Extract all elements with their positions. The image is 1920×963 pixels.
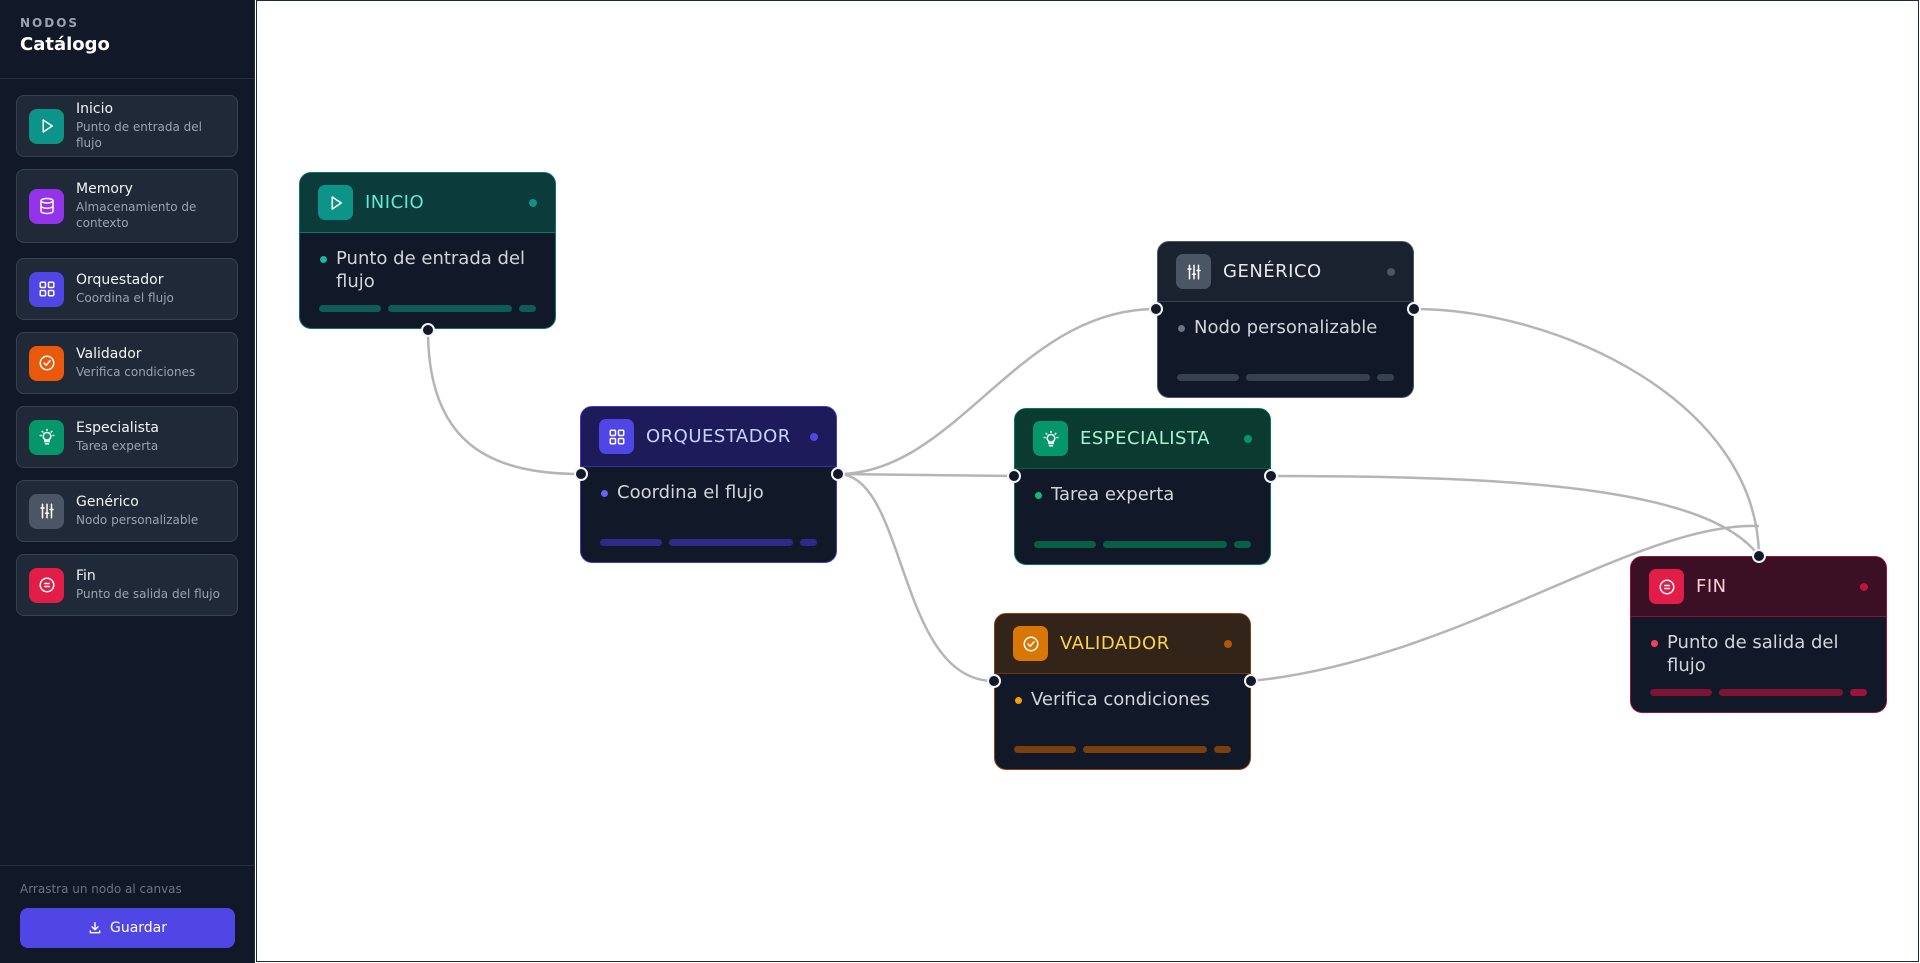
node-bars <box>1014 746 1231 753</box>
play-icon <box>29 108 64 144</box>
lightbulb-icon <box>1033 421 1068 456</box>
node-desc: Tarea experta <box>1035 483 1250 506</box>
node-especialista[interactable]: ESPECIALISTA Tarea experta <box>1014 408 1271 565</box>
sidebar-header: NODOS Catálogo <box>0 0 254 79</box>
catalog-item-desc: Coordina el flujo <box>76 291 174 305</box>
catalog-item-label: Orquestador <box>76 272 164 288</box>
database-icon <box>29 188 64 224</box>
check-circle-icon <box>29 345 64 381</box>
sidebar-title: Catálogo <box>20 34 110 55</box>
handle-orquestador-in[interactable] <box>574 467 588 481</box>
handle-validador-in[interactable] <box>987 674 1001 688</box>
status-dot <box>1224 639 1232 648</box>
catalog-item-orquestador[interactable]: Orquestador Coordina el flujo <box>16 258 238 320</box>
node-bars <box>1177 374 1394 381</box>
node-fin[interactable]: FIN Punto de salida del flujo <box>1630 556 1887 713</box>
node-desc: Verifica condiciones <box>1015 688 1230 711</box>
grid-icon <box>29 271 64 307</box>
save-button[interactable]: Guardar <box>20 908 235 948</box>
edge-orquestador-generico <box>837 307 1157 476</box>
node-desc: Coordina el flujo <box>601 481 816 504</box>
node-title: ESPECIALISTA <box>1080 428 1210 449</box>
node-title: GENÉRICO <box>1223 261 1322 282</box>
handle-generico-in[interactable] <box>1149 302 1163 316</box>
handle-validador-out[interactable] <box>1244 674 1258 688</box>
node-desc: Punto de salida del flujo <box>1651 631 1866 677</box>
stop-circle-icon <box>29 567 64 603</box>
handle-orquestador-out[interactable] <box>831 467 845 481</box>
node-bars <box>319 305 536 312</box>
edge-inicio-orquestador <box>426 329 582 476</box>
edge-validador-fin <box>1250 524 1760 683</box>
catalog-item-especialista[interactable]: Especialista Tarea experta <box>16 406 238 468</box>
sliders-icon <box>1176 254 1211 289</box>
node-title: INICIO <box>365 192 425 213</box>
catalog-item-desc: Tarea experta <box>76 439 159 453</box>
catalog-item-fin[interactable]: Fin Punto de salida del flujo <box>16 554 238 616</box>
status-dot <box>1244 434 1252 443</box>
catalog-item-label: Memory <box>76 181 133 197</box>
node-bars <box>600 539 817 546</box>
node-bars <box>1650 689 1867 696</box>
edge-orquestador-validador <box>837 472 995 683</box>
save-button-label: Guardar <box>109 920 168 936</box>
catalog-item-desc: Punto de salida del flujo <box>76 587 220 601</box>
node-header: FIN <box>1631 557 1886 617</box>
edge-orquestador-especialista <box>837 472 1015 478</box>
catalog-item-validador[interactable]: Validador Verifica condiciones <box>16 332 238 394</box>
stop-circle-icon <box>1649 569 1684 604</box>
node-generico[interactable]: GENÉRICO Nodo personalizable <box>1157 241 1414 398</box>
node-inicio[interactable]: INICIO Punto de entrada del flujo <box>299 172 556 329</box>
edges-layer <box>426 307 1761 683</box>
handle-fin-in[interactable] <box>1752 549 1766 563</box>
node-title: ORQUESTADOR <box>646 426 791 447</box>
catalog-item-desc: Verifica condiciones <box>76 365 196 379</box>
node-header: VALIDADOR <box>995 614 1250 674</box>
download-icon <box>89 922 101 934</box>
handle-generico-out[interactable] <box>1407 302 1421 316</box>
catalog-item-label: Fin <box>76 568 96 584</box>
node-catalog-sidebar: NODOS Catálogo Inicio Punto de entrada d… <box>0 0 255 963</box>
catalog-item-inicio[interactable]: Inicio Punto de entrada del flujo <box>16 95 238 157</box>
catalog-item-desc: Nodo personalizable <box>76 513 199 527</box>
flow-canvas[interactable]: INICIO Punto de entrada del flujo ORQUES… <box>256 0 1919 962</box>
drag-hint: Arrastra un nodo al canvas <box>20 882 182 896</box>
node-validador[interactable]: VALIDADOR Verifica condiciones <box>994 613 1251 770</box>
catalog-item-generico[interactable]: Genérico Nodo personalizable <box>16 480 238 542</box>
node-title: VALIDADOR <box>1060 633 1170 654</box>
sidebar-kicker: NODOS <box>20 16 80 30</box>
node-bars <box>1034 541 1251 548</box>
node-desc: Punto de entrada del flujo <box>320 247 526 293</box>
node-header: GENÉRICO <box>1158 242 1413 302</box>
catalog-item-memory[interactable]: Memory Almacenamiento de contexto <box>16 169 238 243</box>
catalog-item-desc: Punto de entrada del flujo <box>76 120 203 150</box>
edge-especialista-fin <box>1270 474 1761 557</box>
catalog-item-label: Validador <box>76 346 142 362</box>
handle-inicio-out[interactable] <box>421 323 435 337</box>
edge-generico-fin <box>1413 307 1761 557</box>
catalog-item-desc: Almacenamiento de contexto <box>76 200 197 230</box>
node-header: INICIO <box>300 173 555 233</box>
node-orquestador[interactable]: ORQUESTADOR Coordina el flujo <box>580 406 837 563</box>
status-dot <box>1860 582 1868 591</box>
status-dot <box>1387 267 1395 276</box>
catalog-item-label: Inicio <box>76 101 114 117</box>
handle-especialista-out[interactable] <box>1264 469 1278 483</box>
check-circle-icon <box>1013 626 1048 661</box>
lightbulb-icon <box>29 419 64 455</box>
catalog-item-label: Genérico <box>76 494 139 510</box>
handle-especialista-in[interactable] <box>1007 469 1021 483</box>
node-title: FIN <box>1696 576 1727 597</box>
sidebar-footer: Arrastra un nodo al canvas Guardar <box>0 865 255 963</box>
node-header: ORQUESTADOR <box>581 407 836 467</box>
status-dot <box>529 198 537 207</box>
catalog-item-label: Especialista <box>76 420 159 436</box>
node-desc: Nodo personalizable <box>1178 316 1393 339</box>
sliders-icon <box>29 493 64 529</box>
play-icon <box>318 185 353 220</box>
node-header: ESPECIALISTA <box>1015 409 1270 469</box>
status-dot <box>810 432 818 441</box>
grid-icon <box>599 419 634 454</box>
